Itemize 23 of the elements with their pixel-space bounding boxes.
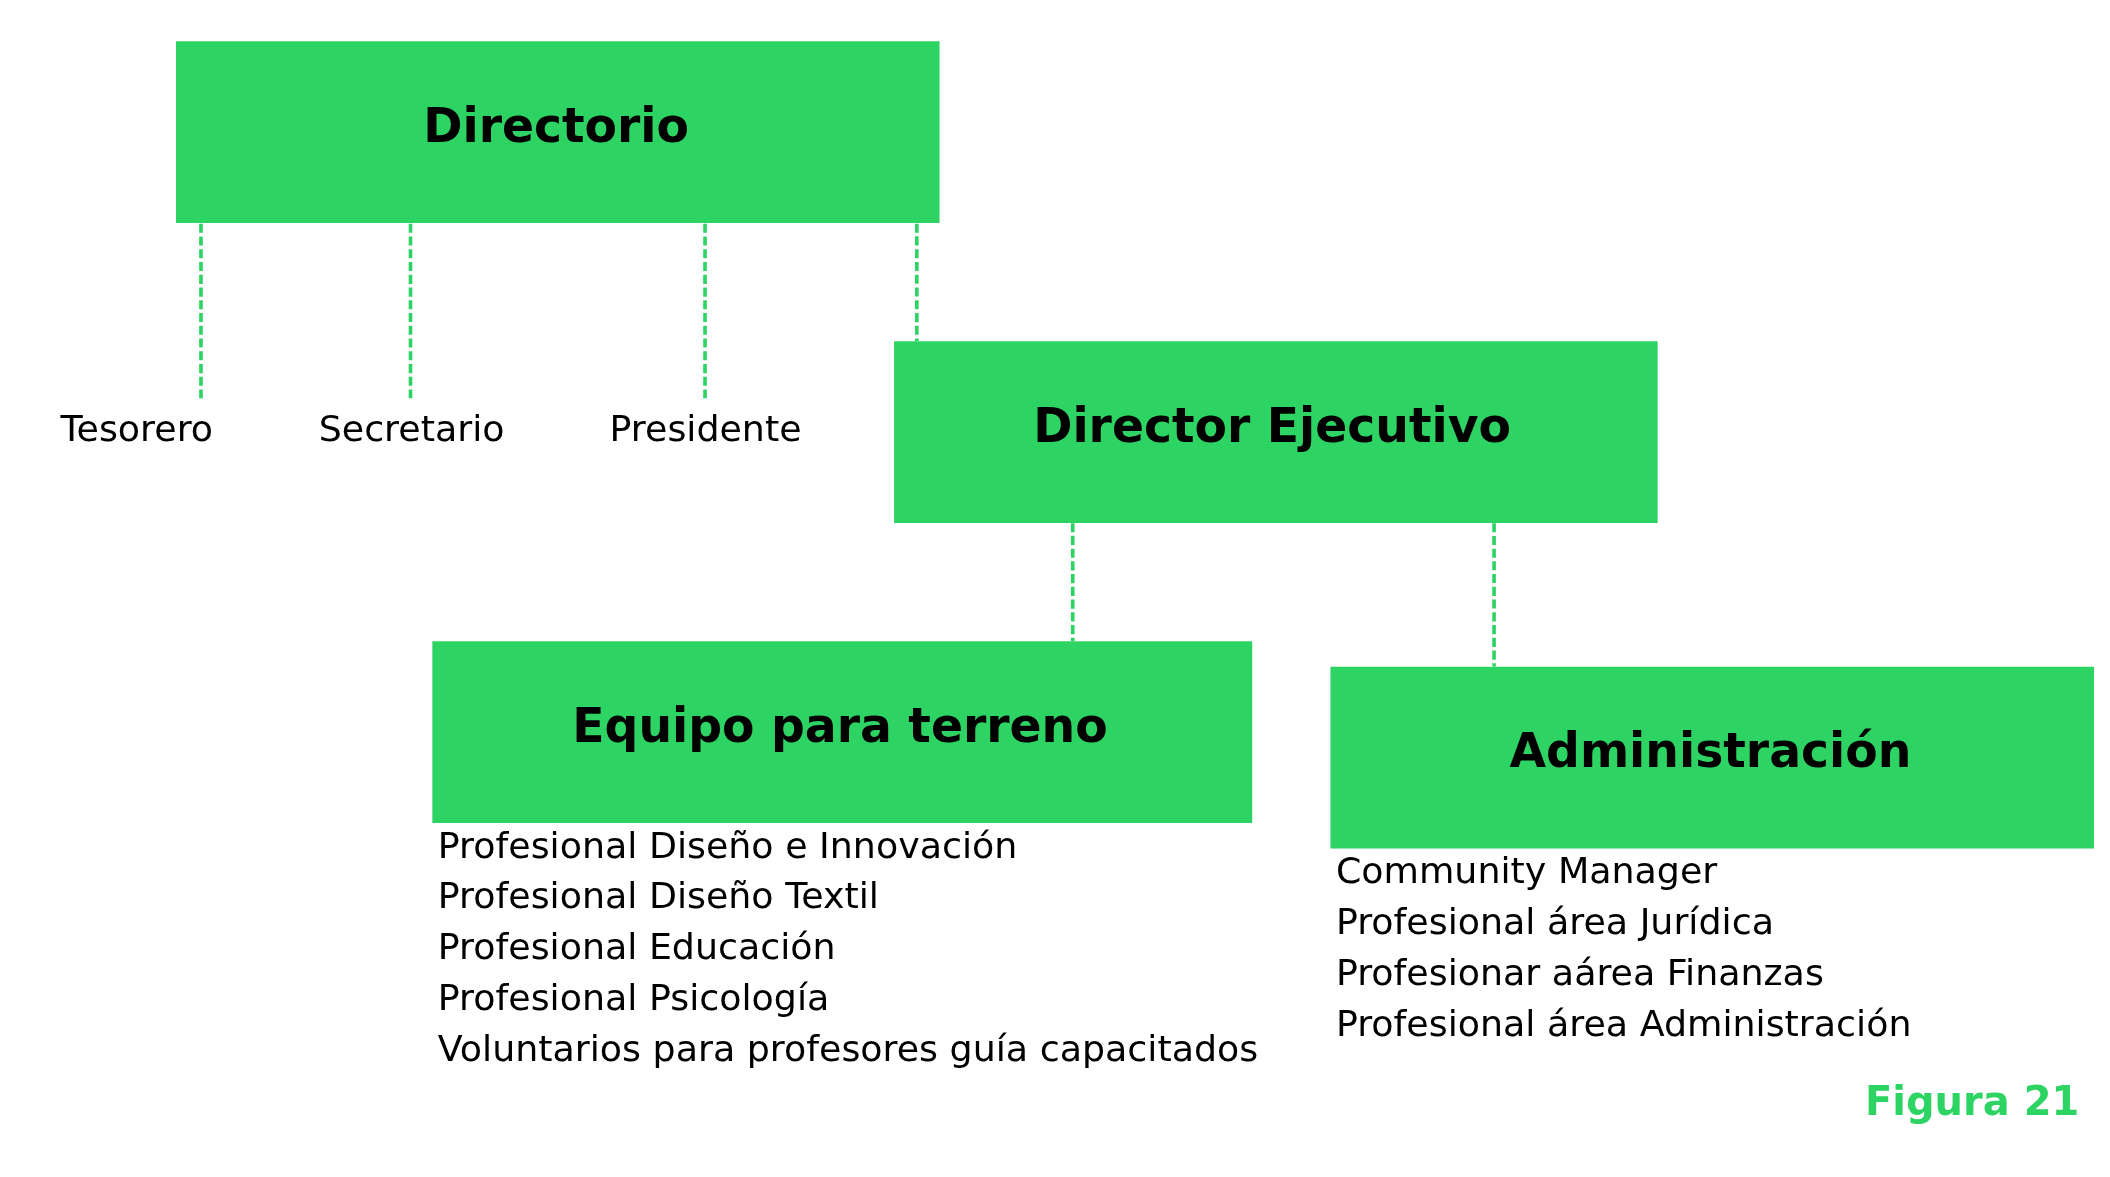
node-label: Profesional Diseño e Innovación [437, 823, 1018, 867]
node-label: Profesional Diseño Textil [437, 874, 879, 918]
connector [703, 223, 707, 399]
node-label: Profesional área Jurídica [1335, 899, 1774, 943]
connector [408, 223, 413, 399]
node-label: Profesional Educación [437, 925, 836, 969]
node-label: Profesionar aárea Finanzas [1335, 950, 1824, 994]
node-label: Community Manager [1335, 849, 1718, 893]
node-box: Director Ejecutivo [894, 341, 1658, 524]
node-box: Directorio [176, 41, 940, 224]
caption: Figura 21 [1864, 1078, 2080, 1124]
node-text: Secretario [318, 407, 505, 451]
connector [915, 223, 919, 342]
node-text: Presidente [609, 407, 802, 451]
connector [199, 223, 203, 399]
node-box: Administración [1330, 666, 2094, 849]
node-label: Profesional Psicología [437, 976, 830, 1020]
node-text: Tesorero [60, 407, 214, 451]
connector [1492, 523, 1496, 667]
node-label: Voluntarios para profesores guía capacitados [437, 1027, 1259, 1071]
node-label: Profesional área Administración [1335, 1001, 1912, 1045]
connector [1070, 523, 1075, 641]
node-box: Equipo para terreno [432, 641, 1253, 824]
